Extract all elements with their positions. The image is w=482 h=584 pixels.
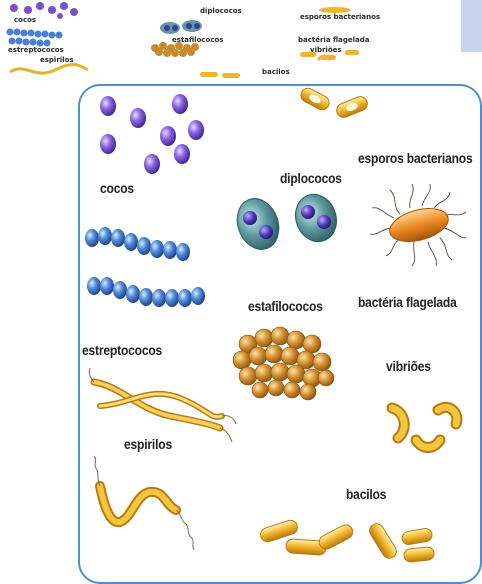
thumb-estreptococos-shape [7,29,63,47]
label-estreptococos: estreptococos [82,342,162,358]
estafilococos-illustration [233,327,334,400]
thumb-label-bacilos: bacilos [262,68,290,76]
thumb-diplococos-shape [160,20,202,34]
cocos-illustration [100,94,204,174]
thumbnail-strip: cocos diplococos esporos bacterianos est… [0,0,430,80]
label-bacteria-flagelada: bactéria flagelada [358,294,457,310]
thumb-estafilococos-shape [151,42,199,57]
thumb-label-estafilococos: estafilococos [172,36,223,44]
diplococos-illustration [230,189,343,256]
label-vibrioes: vibriões [386,358,431,374]
thumb-espirilos-shape [10,65,88,74]
thumb-label-diplococos: diplococos [200,7,242,15]
thumb-label-flagelada: bactéria flagelada [298,36,370,44]
thumb-label-esporos: esporos bacterianos [300,13,380,21]
esporos-bacilli-illustration [298,86,369,119]
label-bacilos: bacilos [346,486,386,502]
bacteria-flagelada-illustration [370,184,466,266]
label-espirilos: espirilos [124,436,172,452]
thumb-label-vibrioes: vibriões [310,46,342,54]
espirilos-illustration [89,368,236,442]
thumb-label-estreptococos: estreptococos [8,46,64,54]
thumb-label-espirilos: espirilos [40,56,74,64]
side-tab [461,0,482,52]
label-estafilococos: estafilococos [248,298,323,314]
bacilos-illustration [259,518,435,562]
label-cocos: cocos [100,180,134,196]
label-esporos-bacterianos: esporos bacterianos [358,150,473,166]
estreptococos-illustration [85,227,205,307]
espirilo-flagellated-illustration [94,456,194,550]
label-diplococos: diplococos [280,170,342,186]
thumb-label-cocos: cocos [14,16,36,24]
bacteria-diagram-panel: cocos diplococos esporos bacterianos est… [78,84,482,584]
vibrioes-illustration [392,407,457,447]
